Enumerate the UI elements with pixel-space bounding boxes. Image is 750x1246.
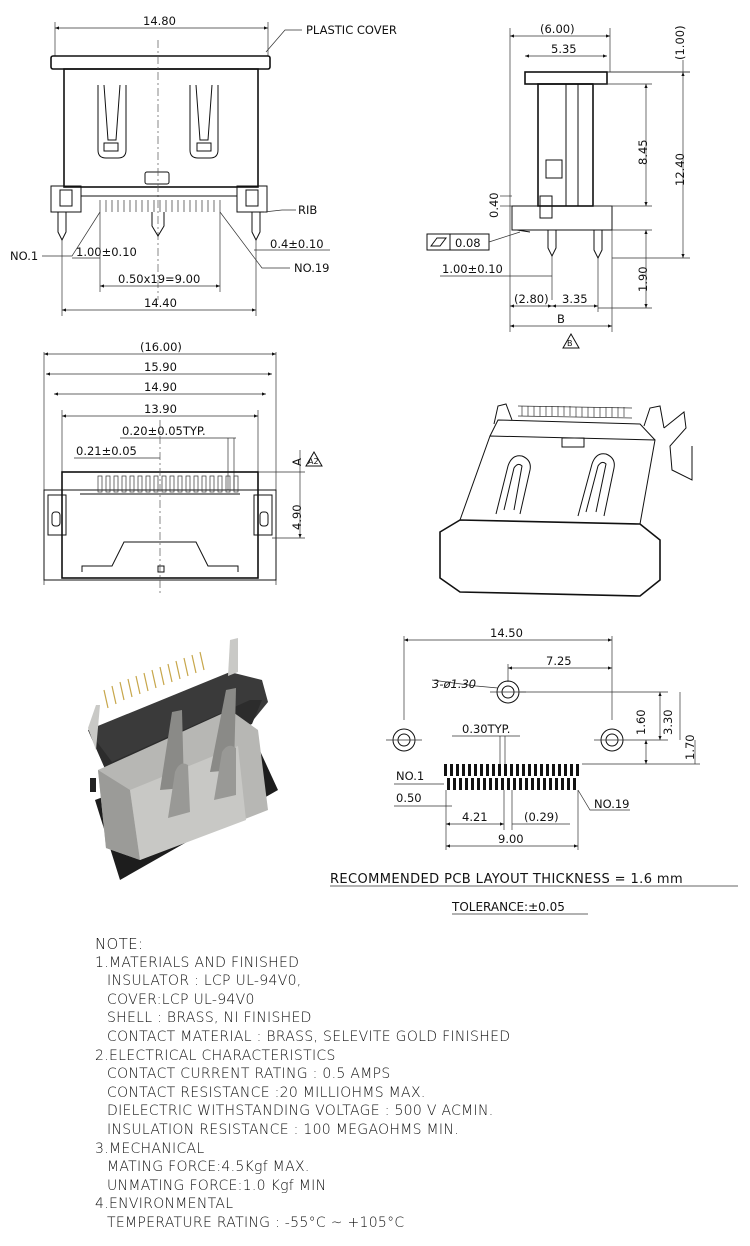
notes-s4-title: 4.ENVIRONMENTAL [95,1196,234,1213]
side-dim-total-height: 12.40 [673,153,687,186]
notes-s2-line4: INSULATION RESISTANCE : 100 MEGAOHMS MIN… [107,1121,459,1138]
top-view: (16.00) 15.90 14.90 13.90 0.20±0.05TYP. … [43,340,323,596]
top-dim-depth: 4.90 [290,504,304,530]
pcb-layout: 14.50 7.25 3-ø1.30 0.30TYP. 1.60 3.30 1.… [330,626,738,915]
front-dim-side-offset: 0.4±0.10 [270,237,324,251]
side-datum-b: B [567,339,573,348]
pcb-dim-overall: 14.50 [490,626,523,640]
rib-label: RIB [298,203,317,217]
top-dim-contact-pitch: 0.21±0.05 [76,444,137,458]
product-photo [88,638,278,880]
isometric-view [439,403,693,597]
top-dim-w3: 13.90 [144,402,177,416]
notes-s1-line2: COVER:LCP UL-94V0 [107,991,255,1008]
pcb-caption: RECOMMENDED PCB LAYOUT THICKNESS = 1.6 m… [330,872,683,887]
top-dim-w2: 14.90 [144,380,177,394]
pcb-dim-pitch: 0.50 [396,791,422,805]
front-dim-width-top: 14.80 [143,14,176,28]
notes-s3-line2: UNMATING FORCE:1.0 Kgf MIN [107,1177,327,1194]
side-dim-top-inner: 5.35 [551,42,577,56]
notes-s3-line1: MATING FORCE:4.5Kgf MAX. [107,1159,310,1176]
side-view: (6.00) 5.35 (1.00) 8.45 12.40 [426,22,690,349]
notes-s2-line3: DIELECTRIC WITHSTANDING VOLTAGE : 500 V … [107,1103,494,1120]
pcb-no19-label: NO.19 [594,797,629,811]
pcb-dim-offset: 4.21 [462,810,488,824]
notes-block: NOTE: 1.MATERIALS AND FINISHED INSULATOR… [95,935,735,1233]
front-dim-pin-offset: 1.00±0.10 [76,245,137,259]
pcb-dim-total: 9.00 [498,832,524,846]
side-label-b: B [557,312,565,326]
side-dim-bottom-right: 3.35 [562,292,588,306]
pcb-hole-label: 3-ø1.30 [432,677,476,691]
front-no19-label: NO.19 [294,261,329,275]
notes-s4-line1: TEMPERATURE RATING : -55°C ~ +105°C [107,1214,405,1231]
notes-s2-title: 2.ELECTRICAL CHARACTERISTICS [95,1047,336,1064]
top-dim-overall: (16.00) [140,340,182,354]
front-dim-pin-pitch: 0.50x19=9.00 [118,272,200,286]
plastic-cover-label: PLASTIC COVER [306,23,397,37]
notes-s3-title: 3.MECHANICAL [95,1140,205,1157]
pcb-dim-small: (0.29) [524,810,559,824]
side-dim-top-outer: (6.00) [540,22,575,36]
pcb-dim-v2: 3.30 [661,709,675,735]
notes-s2-line1: CONTACT CURRENT RATING : 0.5 AMPS [107,1066,391,1083]
side-dim-lower-height: 1.90 [636,266,650,292]
pcb-dim-v3: 1.70 [683,734,697,760]
side-dim-upper-height: 8.45 [636,139,650,165]
pcb-dim-half: 7.25 [546,654,572,668]
top-datum-a2: A2 [308,457,319,466]
side-dim-top-gap: (1.00) [673,25,687,60]
notes-s1-line3: SHELL : BRASS, NI FINISHED [107,1010,312,1027]
notes-s2-line2: CONTACT RESISTANCE :20 MILLIOHMS MAX. [107,1084,426,1101]
pcb-tolerance: TOLERANCE:±0.05 [451,900,565,914]
notes-s1-line4: CONTACT MATERIAL : BRASS, SELEVITE GOLD … [107,1028,511,1045]
front-view: 14.80 PLASTIC COVER [10,14,397,316]
front-no1-label: NO.1 [10,249,38,263]
notes-s1-title: 1.MATERIALS AND FINISHED [95,954,300,971]
pcb-dim-v1: 1.60 [634,709,648,735]
top-label-a: A [290,458,304,466]
side-dim-pin-offset: 1.00±0.10 [442,262,503,276]
side-dim-small: 0.40 [487,192,501,218]
side-flatness-value: 0.08 [455,236,481,250]
top-dim-contact-width: 0.20±0.05TYP. [122,424,206,438]
notes-s1-line1: INSULATOR : LCP UL-94V0, [107,973,302,990]
pcb-no1-label: NO.1 [396,769,424,783]
pcb-pad-width: 0.30TYP. [462,722,510,736]
side-dim-bottom-left: (2.80) [514,292,549,306]
top-dim-w1: 15.90 [144,360,177,374]
front-dim-width-bottom: 14.40 [144,296,177,310]
notes-heading: NOTE: [95,935,144,953]
